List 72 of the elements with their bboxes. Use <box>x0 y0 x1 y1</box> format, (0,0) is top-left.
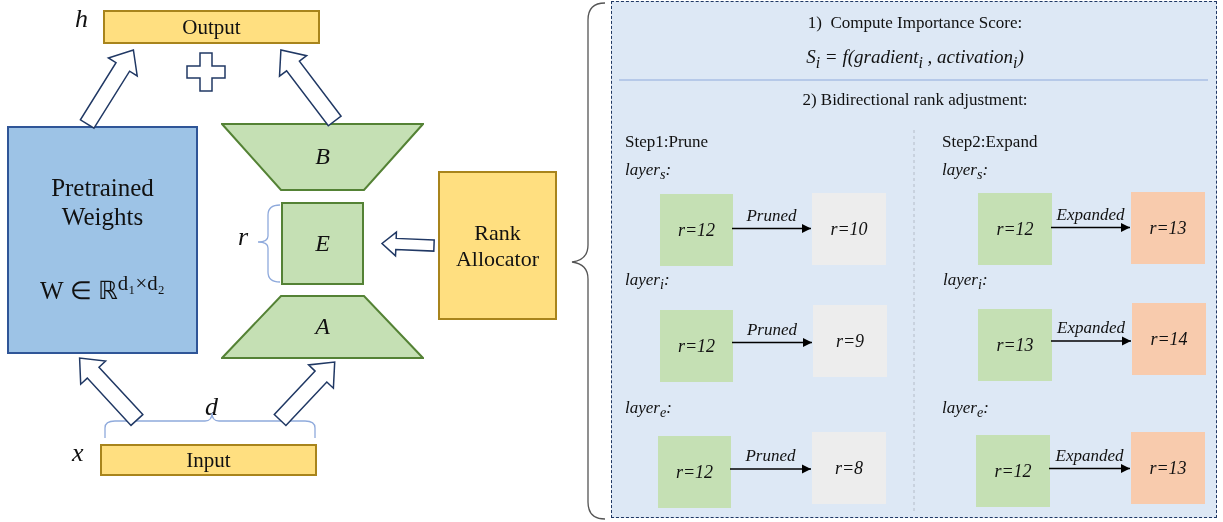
weights-box <box>7 126 198 354</box>
node-label: B <box>315 143 330 171</box>
rank-box <box>812 432 886 504</box>
formula: W ∈ ℝ$^{d₁×d₂}$ <box>40 271 165 306</box>
block-arrow <box>79 49 139 130</box>
edge-label: Expanded <box>1056 318 1126 338</box>
panel <box>611 1 1217 518</box>
rank-box <box>658 436 731 508</box>
layer-label: layer$_{e}$: <box>625 398 672 421</box>
node-label: r=12 <box>677 219 716 241</box>
node-label: r=13 <box>1149 457 1187 479</box>
node-label: Output <box>182 14 241 40</box>
matrix-trapezoid <box>221 123 424 191</box>
section-heading: 1) Compute Importance Score: <box>806 13 1024 33</box>
matrix-box <box>281 202 364 285</box>
step-label: Step1:Prune <box>625 132 709 152</box>
layer-label: layer$_{i}$: <box>943 270 988 293</box>
layer-label: layer$_{i}$: <box>625 270 670 293</box>
node-label: r=12 <box>677 335 716 357</box>
rank-box <box>978 193 1052 265</box>
rank-box <box>976 435 1050 507</box>
rank-box <box>978 309 1052 381</box>
block-arrow <box>78 357 144 427</box>
layer-label: layer$_{s}$: <box>625 160 672 183</box>
layer-label: layer$_{e}$: <box>942 398 989 421</box>
edge-label: Pruned <box>744 446 797 466</box>
node-label: r=12 <box>675 461 714 483</box>
rank-box <box>812 193 886 265</box>
block-arrow <box>278 49 343 127</box>
allocator-box <box>438 171 557 320</box>
node-label: A <box>315 313 330 341</box>
block-arrow <box>380 230 435 258</box>
node-label: r=8 <box>834 457 864 479</box>
layer-label: layer$_{s}$: <box>942 160 989 183</box>
arrow <box>1050 336 1132 346</box>
node-label: r=14 <box>1150 328 1188 350</box>
arrow <box>1050 222 1131 233</box>
rank-box <box>1132 303 1206 375</box>
edge-label: Expanded <box>1055 204 1126 225</box>
rank-box <box>660 194 733 266</box>
rank-box <box>1131 432 1205 504</box>
matrix-trapezoid <box>221 295 424 359</box>
node-label: r=12 <box>994 460 1032 482</box>
section-heading: 2) Bidirectional rank adjustment: <box>801 90 1029 110</box>
formula: S$_{i}$ = f(gradient$_{i}$ , activation$_{i}$) <box>805 46 1025 72</box>
variable-label: h <box>75 4 88 34</box>
node-label: r=12 <box>996 218 1034 240</box>
node-label: Rank Allocator <box>454 220 541 271</box>
node-label: Pretrained Weights <box>50 174 155 232</box>
variable-label: r <box>238 222 249 252</box>
edge-label: Pruned <box>745 319 798 340</box>
variable-label: d <box>205 392 218 422</box>
arrow <box>731 337 813 348</box>
variable-label: x <box>72 438 84 468</box>
node-label: r=9 <box>835 330 865 352</box>
node-label: Input <box>186 447 231 473</box>
step-label: Step2:Expand <box>942 132 1038 152</box>
node-label: r=10 <box>830 218 868 240</box>
arrow <box>1048 463 1131 474</box>
node-label: r=13 <box>1149 217 1187 239</box>
edge-label: Pruned <box>745 205 798 226</box>
io-box <box>103 10 320 44</box>
rank-box <box>1131 192 1205 264</box>
edge-label: Expanded <box>1054 445 1125 466</box>
rank-box <box>813 305 887 377</box>
node-label: E <box>315 229 330 258</box>
node-label: r=13 <box>996 334 1034 356</box>
arrow <box>731 223 812 234</box>
arrow <box>729 464 812 474</box>
block-arrow <box>273 361 336 427</box>
io-box <box>100 444 317 476</box>
rank-box <box>660 310 733 382</box>
